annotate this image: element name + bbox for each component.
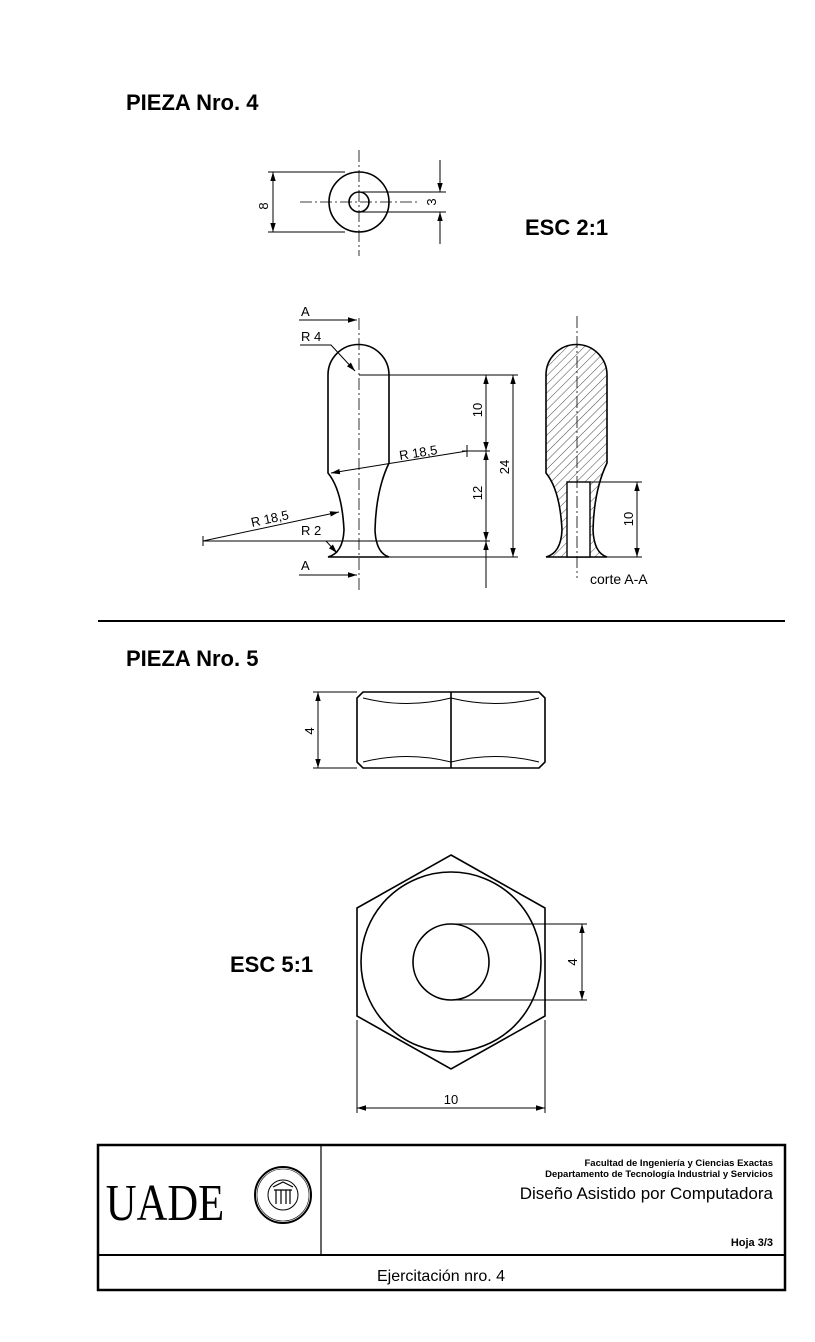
- dim-inner-diameter: 3: [424, 198, 439, 205]
- piece5-scale: ESC 5:1: [230, 952, 313, 977]
- uade-logo: UADE: [106, 1175, 224, 1232]
- section-mark-bottom: A: [301, 558, 310, 573]
- piece5-side-view: [313, 691, 546, 769]
- title-block: [96, 1143, 787, 1292]
- university-seal-icon: [254, 1166, 312, 1224]
- dim-nut-height: 4: [302, 727, 317, 734]
- course-name: Diseño Asistido por Computadora: [520, 1184, 774, 1203]
- piece4-section-view: [545, 316, 642, 578]
- radius-top: R 4: [301, 329, 321, 344]
- piece4-top-view: [268, 150, 446, 256]
- piece4-scale: ESC 2:1: [525, 215, 608, 240]
- dim-upper-length: 10: [470, 403, 485, 417]
- exercise-title: Ejercitación nro. 4: [377, 1268, 505, 1285]
- faculty-name: Facultad de Ingeniería y Ciencias Exacta…: [585, 1158, 774, 1169]
- dim-lower-length: 12: [470, 486, 485, 500]
- dim-hole-depth: 10: [621, 512, 636, 526]
- section-label: corte A-A: [590, 571, 648, 587]
- piece4-front-view: [202, 317, 518, 592]
- piece5-title: PIEZA Nro. 5: [126, 646, 258, 671]
- section-mark-top: A: [301, 304, 310, 319]
- dim-outer-diameter: 8: [256, 202, 271, 209]
- dim-total-length: 24: [497, 460, 512, 474]
- dim-nut-width: 10: [444, 1092, 458, 1107]
- dim-hole-diameter: 4: [565, 958, 580, 965]
- piece5-front-view: [356, 854, 587, 1113]
- sheet-number: Hoja 3/3: [731, 1237, 773, 1249]
- radius-base: R 2: [301, 523, 321, 538]
- piece4-title: PIEZA Nro. 4: [126, 90, 259, 115]
- radius-upper-curve: R 18,5: [398, 442, 438, 463]
- department-name: Departamento de Tecnología Industrial y …: [545, 1169, 773, 1180]
